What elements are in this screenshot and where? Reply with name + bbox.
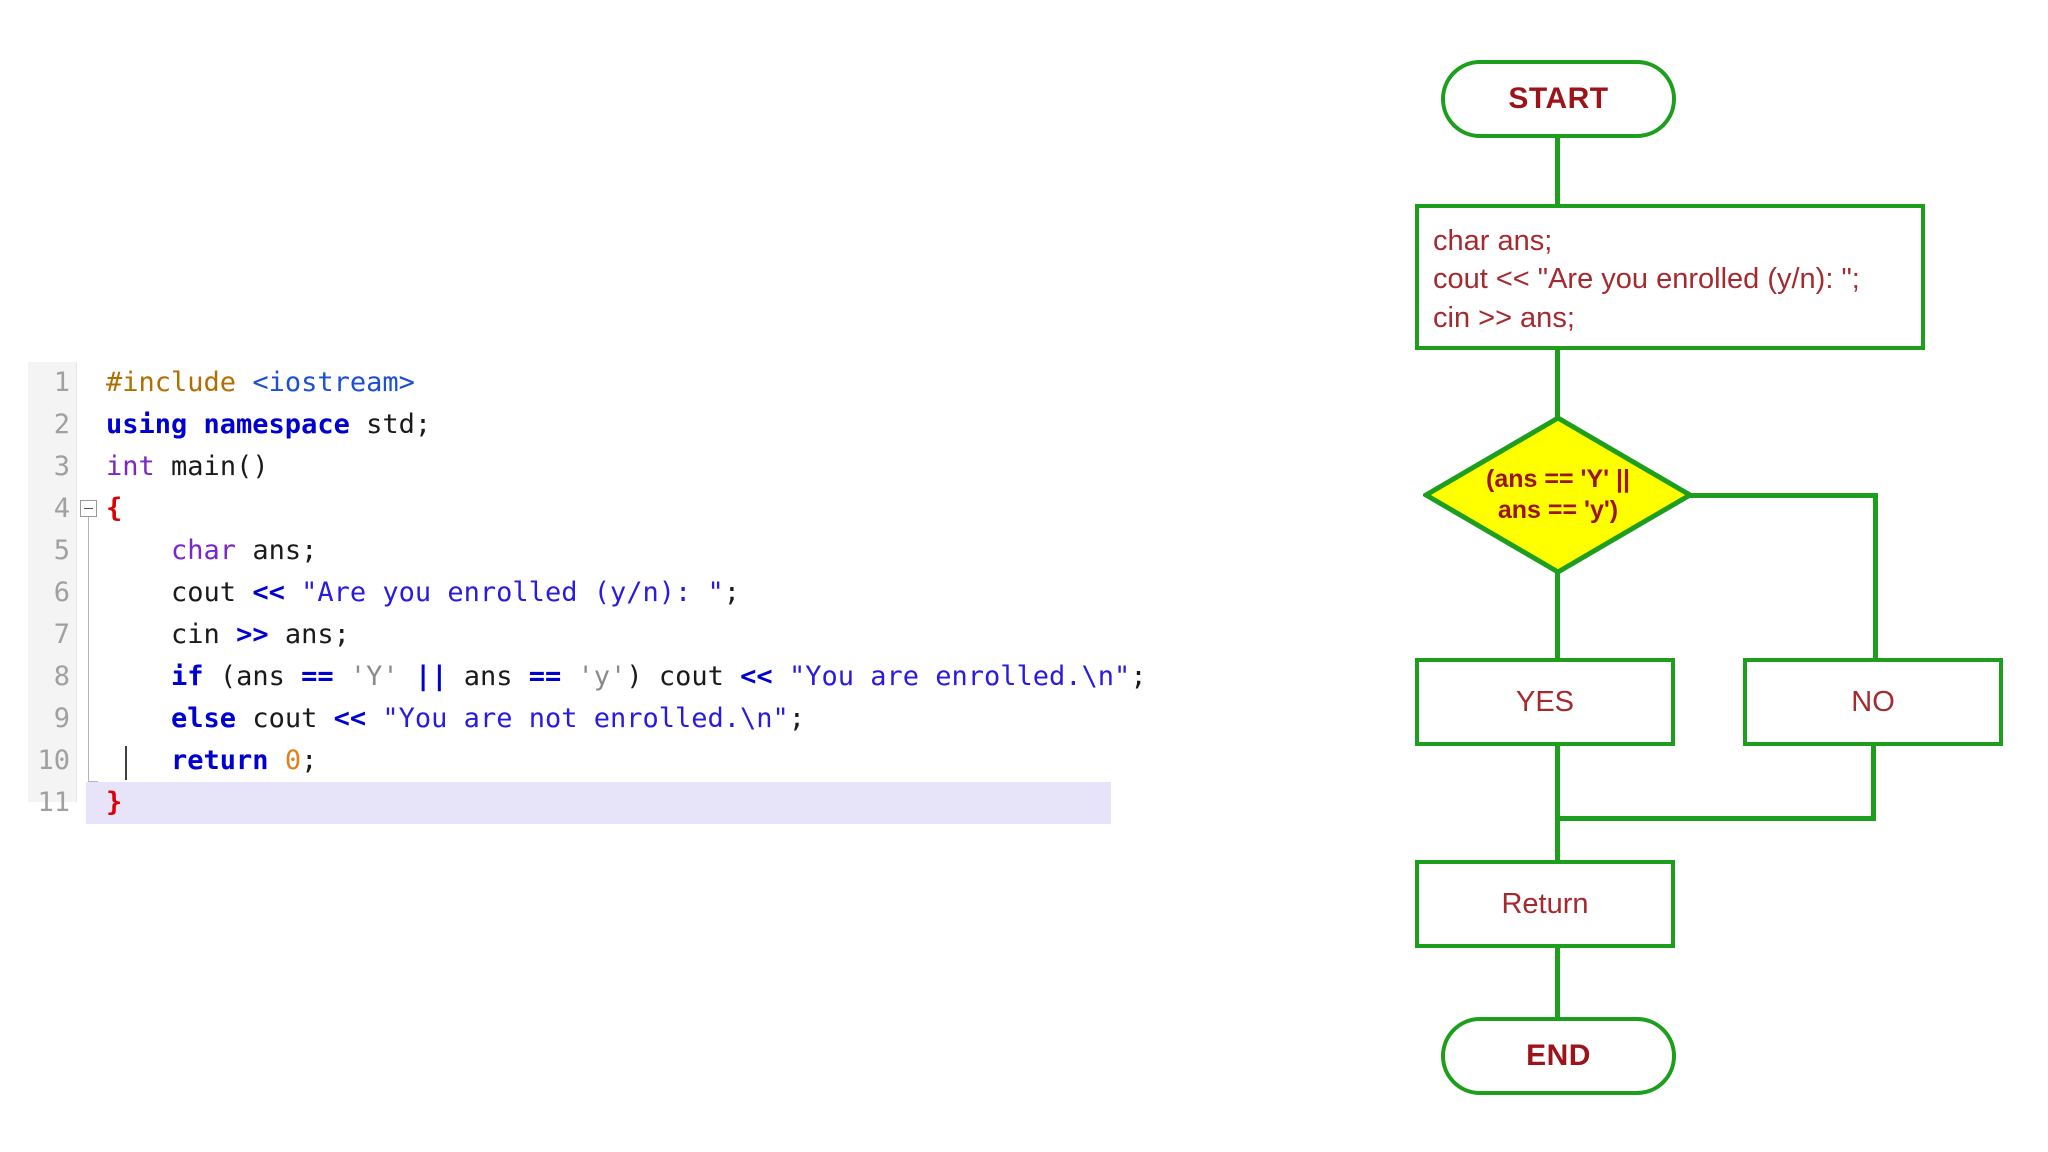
code-line-text: char ans; [171, 535, 318, 566]
diamond-shape-icon [1421, 415, 1695, 575]
line-number: 3 [53, 451, 70, 482]
flow-node-process[interactable]: char ans; cout << "Are you enrolled (y/n… [1415, 204, 1925, 350]
connector-decision-to-yes [1555, 570, 1560, 658]
flow-node-return-label: Return [1501, 887, 1589, 920]
connector-no-down [1871, 746, 1876, 820]
flow-node-decision[interactable]: (ans == 'Y' || ans == 'y') [1421, 415, 1695, 575]
code-line-row[interactable]: 9 else cout << "You are not enrolled.\n"… [28, 698, 1408, 740]
flow-node-return[interactable]: Return [1415, 860, 1675, 948]
code-line-text: else cout << "You are not enrolled.\n"; [171, 703, 806, 734]
code-line-text: return 0; [171, 745, 318, 776]
code-line-row[interactable]: 5 char ans; [28, 530, 1408, 572]
code-fold-toggle-icon[interactable] [80, 500, 97, 517]
flow-node-no-label: NO [1851, 685, 1895, 718]
line-number: 5 [53, 535, 70, 566]
connector-no-merge-horizontal [1555, 816, 1876, 821]
line-number: 6 [53, 577, 70, 608]
code-line-row[interactable]: 2 using namespace std; [28, 404, 1408, 446]
code-line-row-active[interactable]: 11 } [28, 782, 1408, 824]
code-line-row[interactable]: 3 int main() [28, 446, 1408, 488]
line-number: 11 [37, 787, 70, 818]
code-fold-guide-line [88, 517, 89, 782]
code-line-text: if (ans == 'Y' || ans == 'y') cout << "Y… [171, 661, 1147, 692]
flow-node-yes[interactable]: YES [1415, 658, 1675, 746]
line-number: 8 [53, 661, 70, 692]
connector-start-to-process [1555, 138, 1560, 204]
code-line-text: } [106, 787, 123, 818]
flow-node-no[interactable]: NO [1743, 658, 2003, 746]
editor-gutter [28, 362, 77, 802]
active-line-highlight [86, 782, 1111, 824]
code-line-row[interactable]: 8 if (ans == 'Y' || ans == 'y') cout << … [28, 656, 1408, 698]
process-line-1: char ans; [1433, 225, 1553, 257]
code-line-row[interactable]: 4 { [28, 488, 1408, 530]
flow-node-end[interactable]: END [1441, 1017, 1676, 1095]
connector-decision-right-horizontal [1688, 493, 1878, 498]
flow-node-start[interactable]: START [1441, 60, 1676, 138]
line-number: 4 [53, 493, 70, 524]
process-line-3: cin >> ans; [1433, 301, 1575, 334]
code-line-row[interactable]: 7 cin >> ans; [28, 614, 1408, 656]
code-line-text: int main() [106, 451, 269, 482]
code-line-text: #include <iostream> [106, 367, 415, 398]
text-caret [125, 746, 127, 780]
code-fold-guide-foot [88, 781, 98, 782]
flow-node-end-label: END [1526, 1039, 1591, 1072]
line-number: 10 [37, 745, 70, 776]
connector-return-to-end [1555, 948, 1560, 1018]
code-line-row[interactable]: 6 cout << "Are you enrolled (y/n): "; [28, 572, 1408, 614]
code-line-text: cin >> ans; [171, 619, 350, 650]
line-number: 2 [53, 409, 70, 440]
code-line-text: using namespace std; [106, 409, 432, 440]
flow-node-start-label: START [1508, 82, 1609, 115]
code-line-text: cout << "Are you enrolled (y/n): "; [171, 577, 741, 608]
code-editor-panel[interactable]: 1 #include <iostream> 2 using namespace … [28, 362, 1408, 824]
connector-process-to-decision [1555, 350, 1560, 418]
connector-yes-to-return [1555, 746, 1560, 860]
code-line-row[interactable]: 10 return 0; [28, 740, 1408, 782]
code-line-row[interactable]: 1 #include <iostream> [28, 362, 1408, 404]
code-line-text: { [106, 493, 123, 524]
flow-node-yes-label: YES [1515, 685, 1575, 718]
connector-decision-right-down [1873, 493, 1878, 658]
line-number: 7 [53, 619, 70, 650]
process-line-2: cout << "Are you enrolled (y/n): "; [1433, 263, 1860, 296]
line-number: 9 [53, 703, 70, 734]
line-number: 1 [53, 367, 70, 398]
